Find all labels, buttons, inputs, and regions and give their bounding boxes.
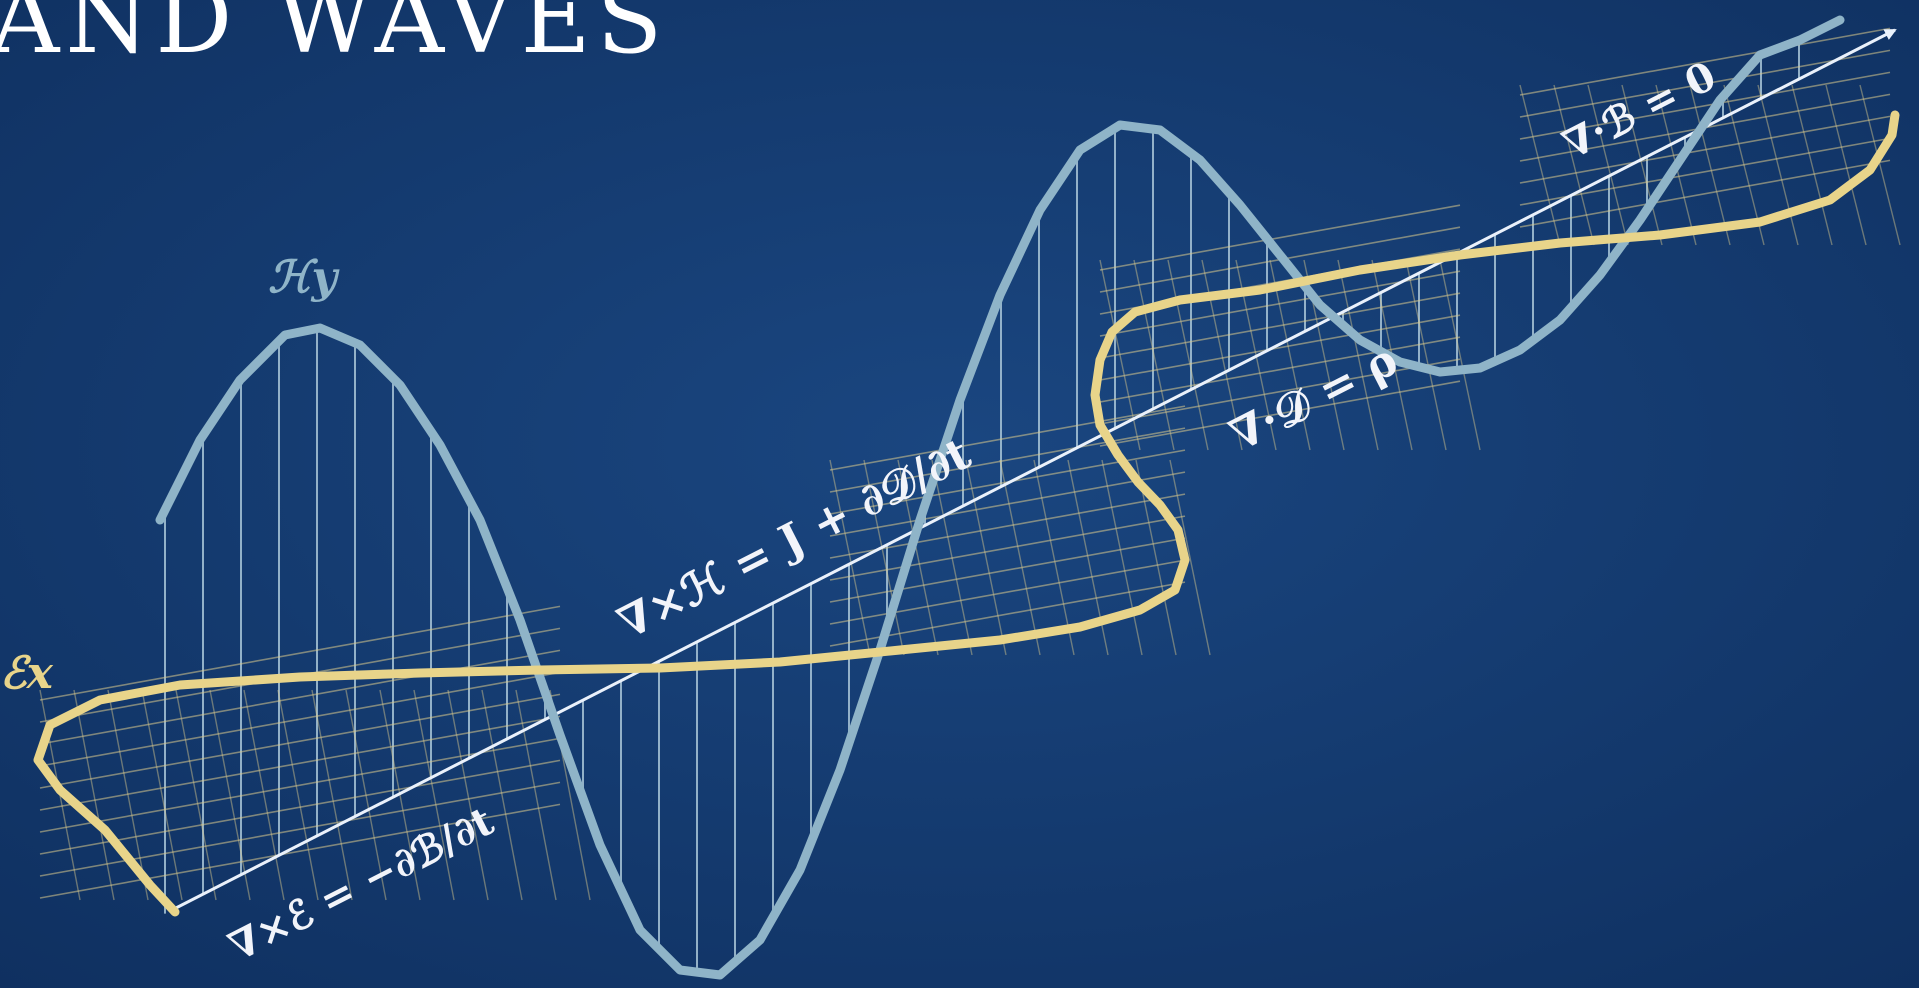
electric-hatch-line [829, 405, 1186, 471]
electric-hatch-line [39, 693, 561, 789]
electric-hatch-line [1519, 71, 1891, 140]
electric-hatch-line [1587, 84, 1629, 246]
electric-hatch-line [481, 689, 523, 901]
electric-hatch-line [1099, 204, 1461, 271]
electric-hatch-line [311, 689, 353, 901]
electric-hatch-line [1101, 459, 1143, 656]
electric-hatch-line [39, 671, 561, 767]
electric-hatch-line [829, 515, 1186, 581]
electric-hatch-line [413, 689, 455, 901]
electric-hatch-line [863, 459, 905, 656]
propagation-axis-arrow [171, 28, 1897, 912]
electric-hatch-line [345, 689, 387, 901]
electric-hatch-line [39, 649, 561, 745]
electric-hatch-line [141, 689, 183, 901]
electric-hatch-line [1269, 259, 1311, 451]
electric-hatch-line [1519, 84, 1561, 246]
electric-hatch-line [1519, 27, 1891, 96]
electric-hatch-line [829, 493, 1186, 559]
electric-hatch-line [1405, 259, 1447, 451]
electric-hatch-line [1099, 292, 1461, 359]
electric-hatch-line [1439, 259, 1481, 451]
electric-hatch-line [515, 689, 557, 901]
electric-hatch-line [39, 715, 561, 811]
electric-hatch-line [107, 689, 149, 901]
electric-hatch-line [1689, 84, 1731, 246]
electric-hatch-line [277, 689, 319, 901]
electric-hatch-line [39, 737, 561, 833]
electric-hatch-line [1519, 115, 1891, 184]
electric-hatch-line [447, 689, 489, 901]
electric-hatch-line [1757, 84, 1799, 246]
electric-hatch-line [965, 459, 1007, 656]
electric-hatch-line [1553, 84, 1595, 246]
electric-hatch-line [1133, 259, 1175, 451]
magnetic-field-hatching [164, 40, 1800, 973]
electric-hatch-line [1859, 84, 1901, 246]
electric-hatch-line [1099, 380, 1461, 447]
electric-hatch-line [1519, 49, 1891, 118]
electric-hatch-line [39, 605, 561, 701]
electric-wave-curve [33, 110, 1900, 917]
magnetic-wave-label: ℋy [268, 252, 340, 303]
electric-hatch-line [1169, 459, 1211, 656]
electric-hatch-line [1033, 459, 1075, 656]
electric-hatch-line [829, 427, 1186, 493]
electric-hatch-line [1167, 259, 1209, 451]
electric-hatch-line [1621, 84, 1663, 246]
electric-hatch-line [897, 459, 939, 656]
electric-hatch-line [829, 459, 871, 656]
electric-hatch-line [1099, 314, 1461, 381]
electric-hatch-line [829, 537, 1186, 603]
electric-hatch-line [243, 689, 285, 901]
electric-hatch-line [1825, 84, 1867, 246]
electric-hatch-line [209, 689, 251, 901]
electric-hatch-line [1201, 259, 1243, 451]
magnetic-wave-curve [155, 15, 1845, 980]
cover-title: AND WAVES [0, 0, 668, 75]
electric-hatch-line [999, 459, 1041, 656]
electric-hatch-line [175, 689, 217, 901]
electric-hatch-line [931, 459, 973, 656]
electric-hatch-line [39, 759, 561, 855]
electric-hatch-line [1337, 259, 1379, 451]
electric-hatch-line [39, 803, 561, 899]
electric-hatch-line [1791, 84, 1833, 246]
electric-hatch-line [1099, 336, 1461, 403]
electric-wave-label: ℰx [0, 648, 54, 699]
electric-hatch-line [1519, 137, 1891, 206]
electric-hatch-line [1099, 358, 1461, 425]
electric-hatch-line [1519, 159, 1891, 228]
electric-hatch-line [829, 471, 1186, 537]
electric-hatch-line [73, 689, 115, 901]
